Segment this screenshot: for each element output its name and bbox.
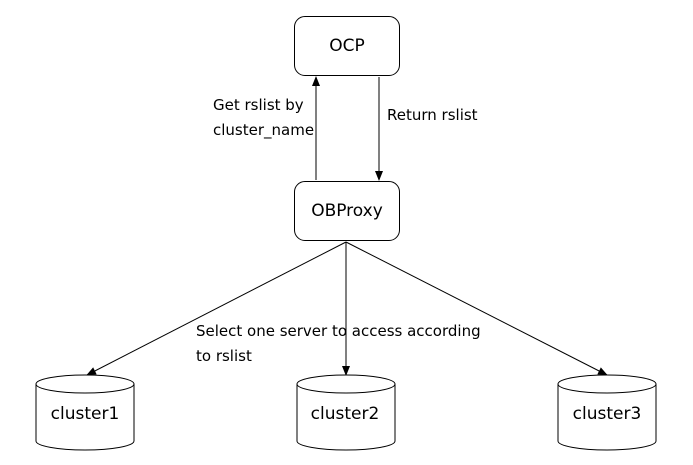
ocp-label: OCP (329, 36, 365, 56)
cluster3-cylinder (557, 374, 657, 451)
ocp-node: OCP (294, 16, 400, 76)
return-rslist-label: Return rslist (387, 103, 478, 128)
cluster2-cylinder (296, 374, 396, 451)
get-rslist-label-line1: Get rslist by (213, 96, 304, 114)
select-server-label-line2: to rslist (196, 347, 252, 365)
select-server-label-line1: Select one server to access according (196, 322, 481, 340)
get-rslist-label-line2: cluster_name (213, 121, 315, 139)
obproxy-node: OBProxy (294, 181, 400, 241)
select-server-label: Select one server to access according to… (196, 319, 481, 369)
return-rslist-text: Return rslist (387, 106, 478, 124)
arrow-to-cluster1 (86, 241, 347, 376)
arrow-to-cluster3 (345, 241, 608, 376)
get-rslist-label: Get rslist by cluster_name (213, 93, 314, 143)
cluster1-label: cluster1 (50, 404, 120, 424)
obproxy-label: OBProxy (311, 201, 383, 221)
cluster3-label: cluster3 (572, 404, 642, 424)
cluster1-cylinder (35, 374, 135, 451)
cluster2-label: cluster2 (310, 404, 380, 424)
